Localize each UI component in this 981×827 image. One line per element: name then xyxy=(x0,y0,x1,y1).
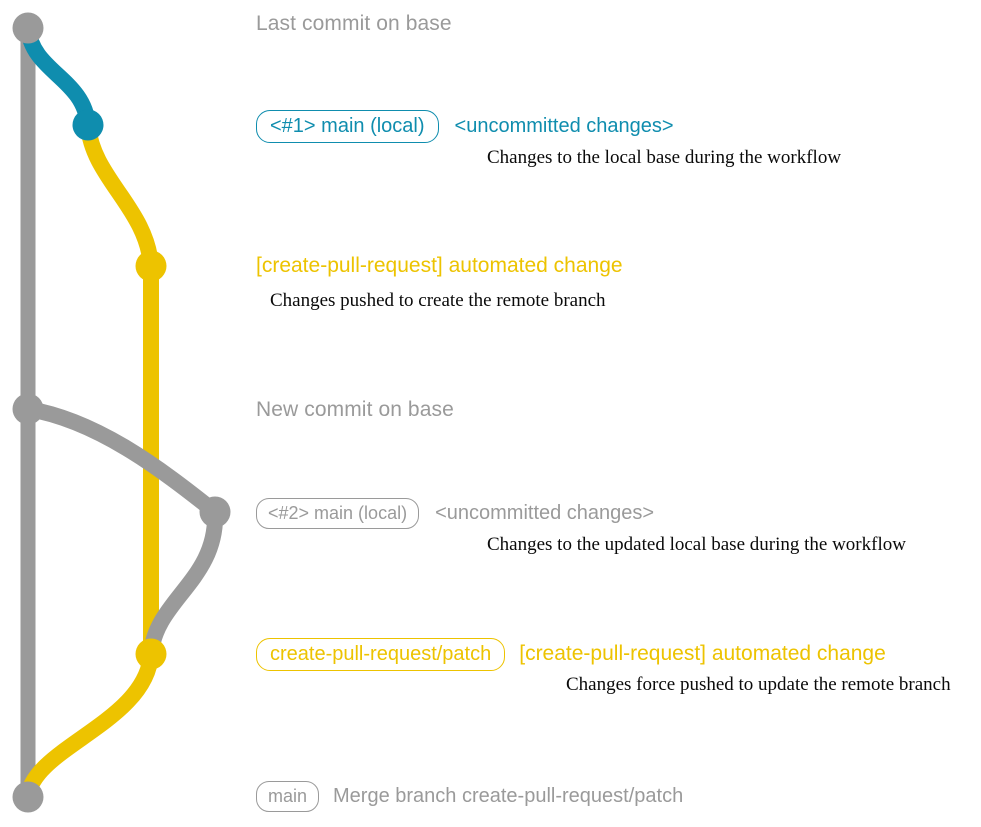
ref-chip-main-local-2[interactable]: <#2> main (local) xyxy=(256,498,420,529)
row-local-change-2: <#2> main (local) <uncommitted changes> xyxy=(256,498,654,529)
note-local-change-2: Changes to the updated local base during… xyxy=(487,534,906,555)
last-commit-on-base-node xyxy=(12,12,44,44)
ref-chip-create-pull-request-patch[interactable]: create-pull-request/patch xyxy=(256,638,506,671)
local-to-remote-line-2 xyxy=(143,504,224,662)
ref-chip-main[interactable]: main xyxy=(256,781,320,812)
subject-remote-change-2: [create-pull-request] automated change xyxy=(519,642,886,665)
merge-line xyxy=(20,646,159,805)
row-remote-change-1: [create-pull-request] automated change xyxy=(256,255,623,276)
ref-chip-main-local-1[interactable]: <#1> main (local) xyxy=(256,110,439,143)
subject-local-change-2: <uncommitted changes> xyxy=(435,502,655,524)
row-new-commit-on-base: New commit on base xyxy=(256,398,454,422)
subject-remote-change-1: [create-pull-request] automated change xyxy=(256,254,623,277)
remote-branch-line-1 xyxy=(80,117,159,274)
new-commit-on-base-label: New commit on base xyxy=(256,398,454,421)
row-local-change-1: <#1> main (local) <uncommitted changes> xyxy=(256,110,674,143)
note-remote-change-2: Changes force pushed to update the remot… xyxy=(566,674,951,695)
new-commit-on-base-node xyxy=(12,393,44,425)
local-branch-line-2 xyxy=(20,401,223,520)
local-commit-1-node xyxy=(72,109,104,141)
local-commit-2-node xyxy=(199,496,231,528)
subject-merge-commit: Merge branch create-pull-request/patch xyxy=(333,785,684,807)
merge-commit-node xyxy=(12,781,44,813)
row-last-commit-on-base: Last commit on base xyxy=(256,12,452,36)
last-commit-on-base-label: Last commit on base xyxy=(256,12,452,35)
remote-commit-1-node xyxy=(135,250,167,282)
note-remote-change-1: Changes pushed to create the remote bran… xyxy=(270,290,606,311)
row-remote-change-2: create-pull-request/patch [create-pull-r… xyxy=(256,638,886,671)
remote-commit-2-node xyxy=(135,638,167,670)
row-merge-commit: main Merge branch create-pull-request/pa… xyxy=(256,781,683,812)
note-local-change-1: Changes to the local base during the wor… xyxy=(487,147,842,168)
subject-local-change-1: <uncommitted changes> xyxy=(454,115,674,137)
